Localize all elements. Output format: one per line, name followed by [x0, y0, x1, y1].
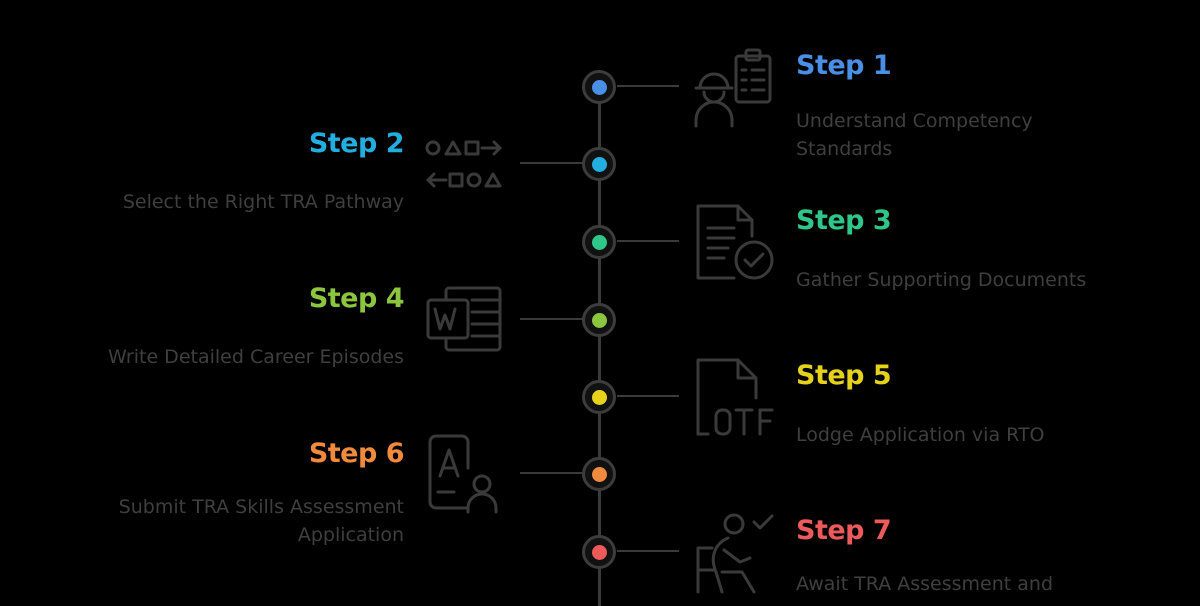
step-title: Step 3 — [796, 205, 892, 236]
otf-file-icon — [694, 356, 778, 438]
step-description: Understand Competency Standards — [796, 110, 1033, 160]
step-title: Step 7 — [796, 515, 892, 546]
step-node — [582, 225, 616, 259]
engineer-clipboard-icon — [690, 46, 780, 130]
person-waiting-check-icon — [694, 508, 778, 594]
step-node — [582, 303, 616, 337]
connector-line — [617, 550, 679, 552]
step-description: Lodge Application via RTO — [796, 424, 1045, 446]
timeline-spine — [598, 86, 601, 606]
node-dot — [591, 466, 607, 482]
connector-line — [520, 162, 584, 164]
step-description: Write Detailed Career Episodes — [107, 346, 404, 368]
connector-line — [520, 472, 584, 474]
step-node — [582, 535, 616, 569]
step-title: Step 4 — [308, 283, 405, 314]
word-document-icon — [424, 284, 504, 356]
node-dot — [591, 234, 607, 250]
node-dot — [591, 312, 607, 328]
step-description: Select the Right TRA Pathway — [122, 191, 404, 213]
connector-line — [617, 85, 679, 87]
document-check-icon — [694, 202, 778, 282]
step-description: Gather Supporting Documents — [796, 269, 1087, 291]
connector-line — [520, 318, 584, 320]
step-title: Step 6 — [308, 438, 405, 469]
step-title: Step 1 — [796, 50, 892, 81]
step-description: Submit TRA Skills Assessment Application — [118, 496, 404, 546]
connector-line — [617, 240, 679, 242]
step-node — [582, 147, 616, 181]
node-dot — [591, 544, 607, 560]
node-dot — [591, 156, 607, 172]
step-node — [582, 457, 616, 491]
step-description: Await TRA Assessment and — [796, 573, 1054, 595]
step-title: Step 2 — [308, 128, 405, 159]
step-title: Step 5 — [796, 360, 892, 391]
node-dot — [591, 389, 607, 405]
shapes-arrows-icon — [424, 136, 506, 194]
step-node — [582, 380, 616, 414]
application-person-icon — [426, 432, 504, 516]
connector-line — [617, 395, 679, 397]
node-dot — [591, 79, 607, 95]
step-node — [582, 70, 616, 104]
